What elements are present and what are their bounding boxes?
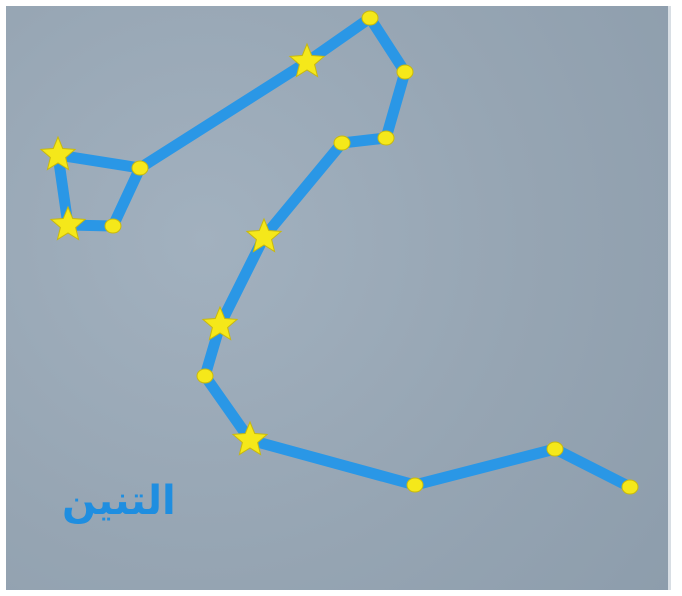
star-dot-7 [378,131,394,145]
star-dot-2 [105,219,121,233]
constellation-line-7 [386,72,405,138]
star-dot-11 [197,369,213,383]
star-dot-8 [334,136,350,150]
constellation-line-14 [415,449,555,485]
star-dot-6 [397,65,413,79]
constellation-line-9 [264,143,342,237]
constellation-line-15 [555,449,630,487]
star-marker-3 [51,207,85,240]
constellation-line-12 [205,376,250,440]
constellation-line-1 [113,168,140,226]
star-dot-15 [622,480,638,494]
star-dot-1 [132,161,148,175]
constellation-name-label: التنين [62,478,176,524]
constellation-line-4 [140,62,307,168]
constellation-line-13 [250,440,415,485]
constellation-lines [58,18,630,487]
constellation-line-0 [58,155,140,168]
star-dot-14 [547,442,563,456]
constellation-stars [41,11,638,494]
constellation-line-6 [370,18,405,72]
star-dot-13 [407,478,423,492]
star-dot-5 [362,11,378,25]
constellation-line-10 [220,237,264,325]
